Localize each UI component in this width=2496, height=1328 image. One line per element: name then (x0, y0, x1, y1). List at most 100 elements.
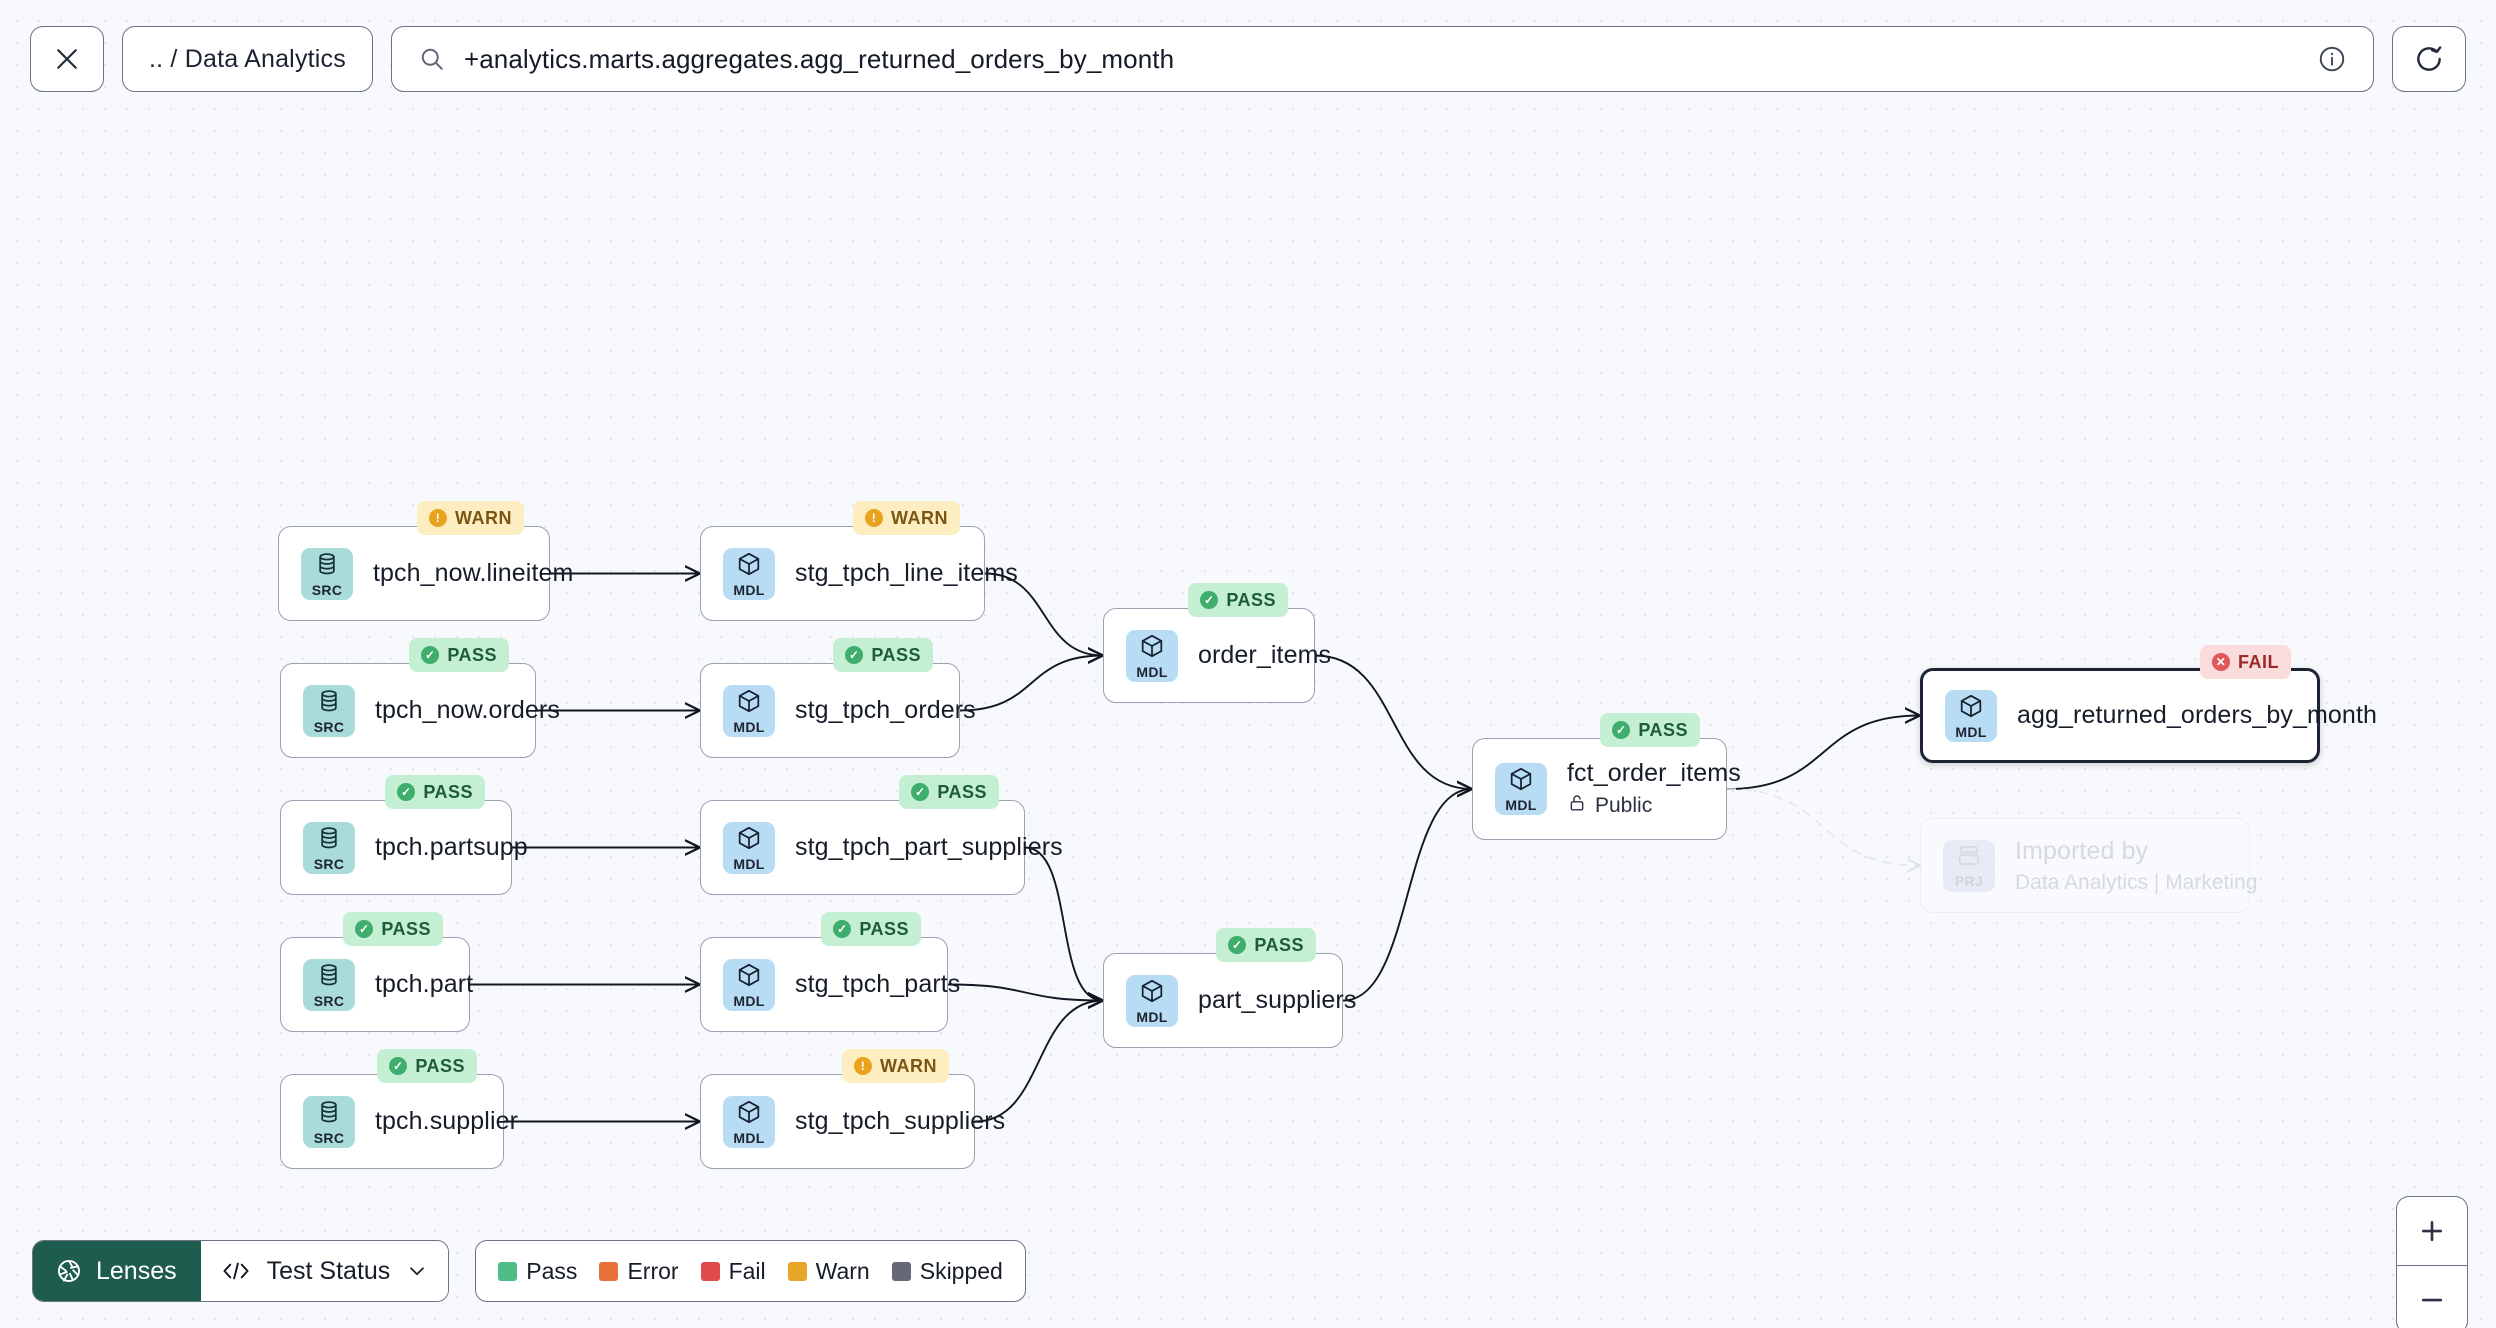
database-icon (316, 825, 342, 856)
node-body: stg_tpch_parts (795, 970, 961, 999)
plus-icon (2421, 1220, 2443, 1242)
node-type-label: SRC (313, 855, 345, 872)
legend-item-error[interactable]: Error (599, 1258, 679, 1285)
status-badge-label: PASS (871, 644, 921, 665)
status-badge-label: PASS (381, 918, 431, 939)
node-type-chip-mdl: MDL (723, 547, 775, 600)
status-badge-pass: ✓PASS (385, 775, 485, 809)
status-badge-pass: ✓PASS (1600, 713, 1700, 747)
status-badge-label: PASS (1638, 719, 1688, 740)
close-button[interactable] (30, 26, 104, 92)
node-body: tpch.part (375, 970, 473, 999)
pass-check-icon: ✓ (911, 783, 930, 801)
unlock-icon (1567, 793, 1587, 819)
pass-check-icon: ✓ (397, 783, 416, 801)
zoom-controls (2396, 1196, 2468, 1328)
legend-label: Warn (815, 1257, 870, 1284)
node-body: tpch.supplier (375, 1107, 519, 1136)
node-type-label: SRC (311, 581, 343, 598)
graph-node-tpch-partsupp[interactable]: SRC tpch.partsupp ✓PASS (280, 775, 528, 895)
status-badge-pass: ✓PASS (833, 638, 933, 672)
cube-icon (1139, 633, 1165, 664)
cube-icon (736, 825, 762, 856)
top-toolbar: .. / Data Analytics +analytics.marts.agg… (0, 0, 2496, 118)
status-badge-label: PASS (415, 1055, 465, 1076)
status-badge-label: PASS (447, 644, 497, 665)
node-subtitle: Public (1567, 793, 1704, 819)
legend-item-skipped[interactable]: Skipped (891, 1257, 1003, 1285)
legend-swatch (891, 1261, 911, 1281)
status-badge-pass: ✓PASS (821, 912, 921, 946)
node-body: tpch.partsupp (375, 833, 528, 862)
warn-alert-icon: ! (854, 1057, 872, 1075)
search-input[interactable]: +analytics.marts.aggregates.agg_returned… (463, 43, 1175, 74)
node-body: stg_tpch_line_items (795, 559, 1018, 588)
search-icon (421, 48, 443, 70)
database-icon (314, 551, 340, 582)
zoom-out-button[interactable] (2397, 1265, 2467, 1328)
breadcrumb-label: .. / Data Analytics (149, 44, 346, 73)
legend-item-warn[interactable]: Warn (787, 1257, 870, 1285)
node-type-label: MDL (1505, 797, 1537, 813)
lenses-group: Lenses Test Status (32, 1240, 450, 1302)
pass-check-icon: ✓ (1200, 591, 1219, 609)
node-title: stg_tpch_part_suppliers (795, 833, 1063, 861)
legend-item-fail[interactable]: Fail (700, 1257, 766, 1285)
node-type-label: SRC (313, 1129, 345, 1146)
cube-icon (1139, 978, 1165, 1009)
lenses-button[interactable]: Lenses (33, 1241, 201, 1301)
node-type-chip-src: SRC (301, 547, 353, 600)
test-status-selector[interactable]: Test Status (200, 1241, 449, 1301)
breadcrumb-button[interactable]: .. / Data Analytics (122, 26, 373, 92)
aperture-icon (58, 1260, 80, 1282)
node-type-chip-prj: PRJ (1943, 839, 1995, 892)
node-body: tpch_now.orders (375, 696, 560, 725)
node-body: stg_tpch_suppliers (795, 1107, 1005, 1136)
pass-check-icon: ✓ (421, 646, 440, 664)
legend-swatch (599, 1261, 619, 1281)
close-icon (57, 49, 77, 69)
legend-label: Fail (728, 1257, 766, 1284)
node-title: fct_order_items (1567, 759, 1741, 787)
node-body: part_suppliers (1198, 986, 1356, 1015)
node-title: agg_returned_orders_by_month (2017, 701, 2377, 729)
node-type-label: PRJ (1954, 872, 1984, 889)
database-icon (316, 688, 342, 719)
status-badge-pass: ✓PASS (343, 912, 443, 946)
refresh-button[interactable] (2392, 26, 2466, 92)
legend-label: Skipped (919, 1257, 1003, 1284)
node-type-label: MDL (733, 581, 765, 598)
legend-label: Pass (526, 1257, 578, 1284)
node-title: stg_tpch_parts (795, 970, 961, 998)
node-title: tpch.partsupp (375, 833, 528, 861)
zoom-in-button[interactable] (2397, 1197, 2467, 1265)
status-badge-label: WARN (455, 507, 512, 528)
status-badge-fail: ✕FAIL (2200, 645, 2291, 679)
search-bar[interactable]: +analytics.marts.aggregates.agg_returned… (390, 26, 2374, 92)
cube-icon (1508, 766, 1534, 797)
status-badge-label: WARN (880, 1055, 937, 1076)
status-badge-label: PASS (937, 781, 987, 802)
node-title: tpch.supplier (375, 1107, 519, 1135)
fail-cross-icon: ✕ (2212, 653, 2230, 671)
info-icon[interactable] (2317, 44, 2347, 74)
node-title: order_items (1198, 641, 1332, 669)
legend-item-pass[interactable]: Pass (498, 1258, 577, 1285)
